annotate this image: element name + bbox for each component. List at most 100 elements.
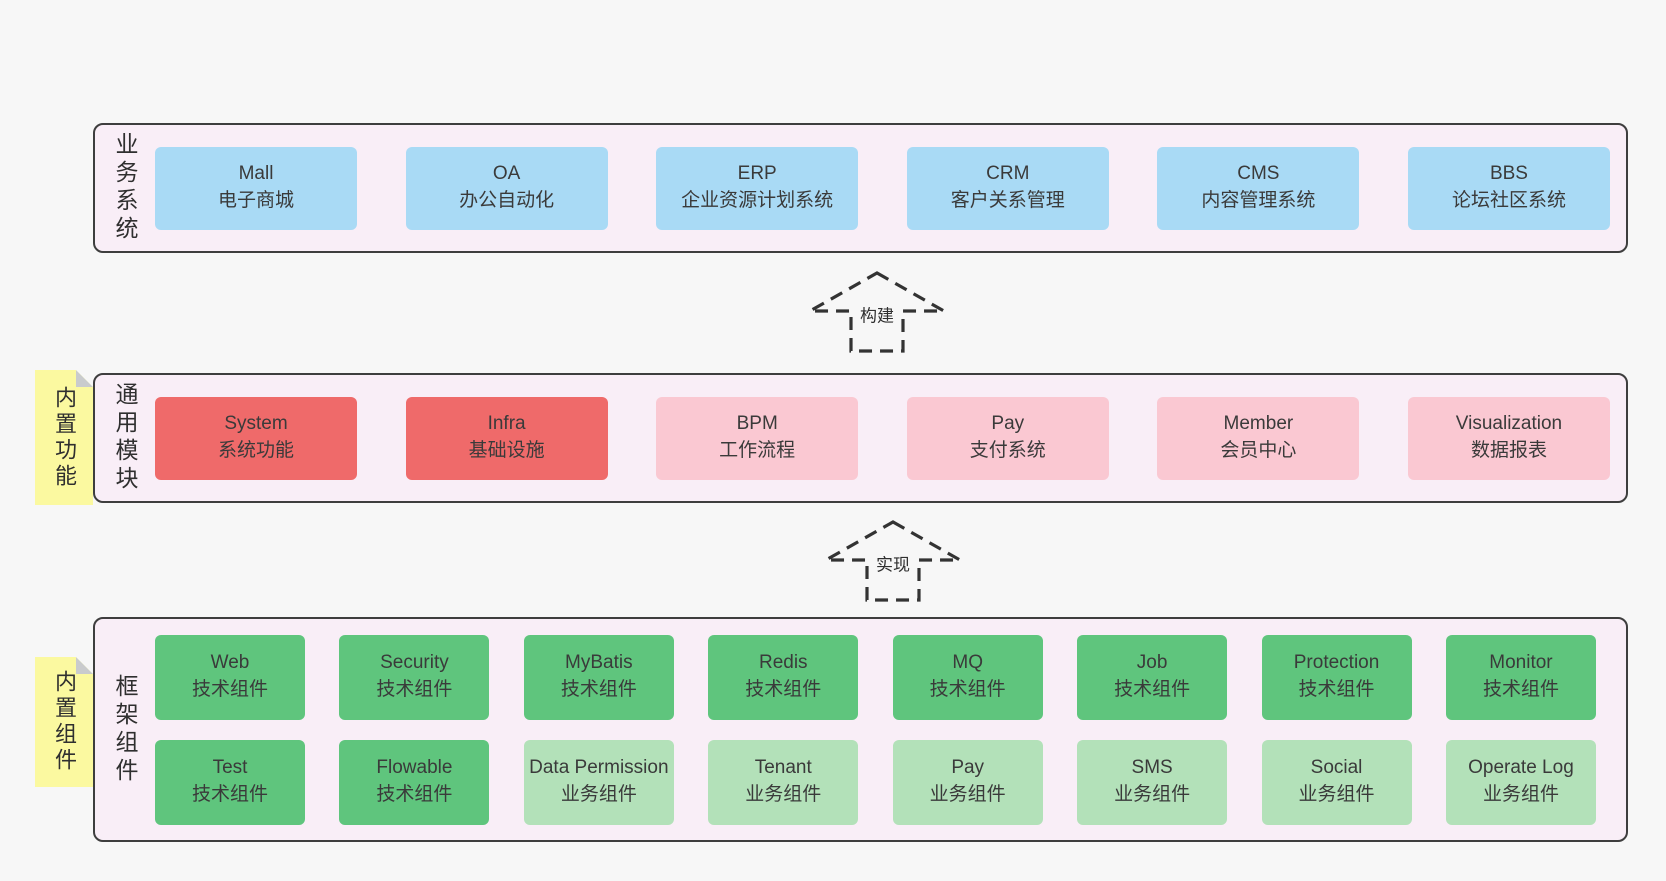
box-title: Infra bbox=[487, 413, 526, 435]
tag-label: 内置组件 bbox=[52, 670, 77, 774]
box-subtitle: 数据报表 bbox=[1470, 440, 1547, 461]
box-row: Web 技术组件 Security 技术组件 MyBatis 技术组件 Redi… bbox=[155, 634, 1596, 720]
box-member: Member 会员中心 bbox=[1157, 396, 1360, 480]
box-pay-business: Pay 业务组件 bbox=[892, 739, 1043, 825]
box-mybatis: MyBatis 技术组件 bbox=[523, 634, 674, 720]
box-subtitle: 论坛社区系统 bbox=[1451, 190, 1566, 211]
box-mq: MQ 技术组件 bbox=[892, 634, 1043, 720]
box-subtitle: 工作流程 bbox=[719, 440, 796, 461]
box-data-permission: Data Permission 业务组件 bbox=[523, 739, 674, 825]
arrow-build: 构建 bbox=[807, 270, 947, 354]
box-tenant: Tenant 业务组件 bbox=[708, 739, 859, 825]
box-row: Test 技术组件 Flowable 技术组件 Data Permission … bbox=[155, 739, 1596, 825]
box-subtitle: 技术组件 bbox=[929, 679, 1006, 700]
box-subtitle: 技术组件 bbox=[1298, 679, 1375, 700]
box-monitor: Monitor 技术组件 bbox=[1445, 634, 1596, 720]
arrow-implement: 实现 bbox=[823, 519, 963, 603]
box-title: BBS bbox=[1489, 163, 1528, 185]
box-title: SMS bbox=[1131, 757, 1173, 779]
box-job: Job 技术组件 bbox=[1077, 634, 1228, 720]
box-oa: OA 办公自动化 bbox=[405, 146, 608, 230]
box-subtitle: 技术组件 bbox=[1482, 679, 1559, 700]
box-crm: CRM 客户关系管理 bbox=[906, 146, 1109, 230]
box-title: Protection bbox=[1293, 652, 1380, 674]
box-title: Data Permission bbox=[529, 757, 669, 779]
box-row: System 系统功能 Infra 基础设施 BPM 工作流程 Pay 支付系统… bbox=[155, 396, 1610, 480]
box-title: Mall bbox=[238, 163, 274, 185]
box-subtitle: 业务组件 bbox=[929, 784, 1006, 805]
box-operate-log: Operate Log 业务组件 bbox=[1445, 739, 1596, 825]
box-web: Web 技术组件 bbox=[155, 634, 305, 720]
box-title: Social bbox=[1310, 757, 1363, 779]
layer-label-modules: 通用模块 bbox=[112, 382, 138, 494]
box-cms: CMS 内容管理系统 bbox=[1157, 146, 1360, 230]
box-pay: Pay 支付系统 bbox=[906, 396, 1109, 480]
box-subtitle: 企业资源计划系统 bbox=[681, 190, 834, 211]
box-erp: ERP 企业资源计划系统 bbox=[656, 146, 859, 230]
box-title: Job bbox=[1136, 652, 1168, 674]
box-title: Flowable bbox=[376, 757, 453, 779]
box-title: System bbox=[224, 413, 288, 435]
box-subtitle: 技术组件 bbox=[191, 679, 268, 700]
box-title: Security bbox=[380, 652, 449, 674]
fold-corner-icon bbox=[76, 657, 93, 674]
box-test: Test 技术组件 bbox=[155, 739, 305, 825]
tag-built-in-features: 内置功能 bbox=[35, 370, 93, 505]
block-arrow-up-icon bbox=[823, 520, 963, 602]
box-title: Operate Log bbox=[1468, 757, 1574, 779]
box-subtitle: 基础设施 bbox=[468, 440, 545, 461]
box-title: Monitor bbox=[1489, 652, 1553, 674]
box-title: Member bbox=[1223, 413, 1294, 435]
layer-framework-components: 框架组件 Web 技术组件 Security 技术组件 MyBatis 技术组件… bbox=[93, 617, 1628, 842]
fold-corner-icon bbox=[76, 370, 93, 387]
box-subtitle: 会员中心 bbox=[1220, 440, 1297, 461]
box-sms: SMS 业务组件 bbox=[1077, 739, 1228, 825]
box-subtitle: 技术组件 bbox=[1114, 679, 1191, 700]
tag-built-in-components: 内置组件 bbox=[35, 657, 93, 787]
box-subtitle: 技术组件 bbox=[191, 784, 268, 805]
layer-label-business: 业务系统 bbox=[112, 132, 138, 244]
box-subtitle: 办公自动化 bbox=[459, 190, 555, 211]
business-boxes: Mall 电子商城 OA 办公自动化 ERP 企业资源计划系统 CRM 客户关系… bbox=[155, 125, 1626, 251]
box-subtitle: 业务组件 bbox=[560, 784, 637, 805]
tag-label: 内置功能 bbox=[52, 385, 77, 490]
box-subtitle: 技术组件 bbox=[376, 784, 453, 805]
box-system: System 系统功能 bbox=[155, 396, 357, 480]
box-title: CRM bbox=[986, 163, 1030, 185]
box-subtitle: 业务组件 bbox=[745, 784, 822, 805]
box-subtitle: 支付系统 bbox=[969, 440, 1046, 461]
box-title: Test bbox=[212, 757, 248, 779]
box-subtitle: 系统功能 bbox=[217, 440, 294, 461]
box-visualization: Visualization 数据报表 bbox=[1407, 396, 1610, 480]
layer-business-systems: 业务系统 Mall 电子商城 OA 办公自动化 ERP 企业资源计划系统 CRM bbox=[93, 123, 1628, 253]
box-subtitle: 业务组件 bbox=[1298, 784, 1375, 805]
box-title: Tenant bbox=[754, 757, 812, 779]
box-title: ERP bbox=[737, 163, 777, 185]
box-subtitle: 技术组件 bbox=[376, 679, 453, 700]
box-title: MyBatis bbox=[565, 652, 633, 674]
box-protection: Protection 技术组件 bbox=[1261, 634, 1412, 720]
box-title: OA bbox=[492, 163, 521, 185]
box-title: CMS bbox=[1237, 163, 1280, 185]
box-subtitle: 业务组件 bbox=[1114, 784, 1191, 805]
box-subtitle: 电子商城 bbox=[217, 190, 294, 211]
box-bpm: BPM 工作流程 bbox=[656, 396, 859, 480]
box-security: Security 技术组件 bbox=[339, 634, 490, 720]
box-title: Pay bbox=[951, 757, 985, 779]
box-bbs: BBS 论坛社区系统 bbox=[1407, 146, 1610, 230]
box-subtitle: 技术组件 bbox=[560, 679, 637, 700]
layer-label-components: 框架组件 bbox=[112, 673, 138, 786]
box-infra: Infra 基础设施 bbox=[405, 396, 608, 480]
box-redis: Redis 技术组件 bbox=[708, 634, 859, 720]
box-mall: Mall 电子商城 bbox=[155, 146, 357, 230]
arrow-label: 构建 bbox=[856, 300, 898, 328]
module-boxes: System 系统功能 Infra 基础设施 BPM 工作流程 Pay 支付系统… bbox=[155, 375, 1626, 501]
box-title: Visualization bbox=[1455, 413, 1563, 435]
block-arrow-up-icon bbox=[807, 271, 947, 353]
component-boxes: Web 技术组件 Security 技术组件 MyBatis 技术组件 Redi… bbox=[155, 619, 1626, 840]
box-subtitle: 技术组件 bbox=[745, 679, 822, 700]
box-title: Redis bbox=[758, 652, 808, 674]
box-flowable: Flowable 技术组件 bbox=[339, 739, 490, 825]
box-subtitle: 业务组件 bbox=[1482, 784, 1559, 805]
